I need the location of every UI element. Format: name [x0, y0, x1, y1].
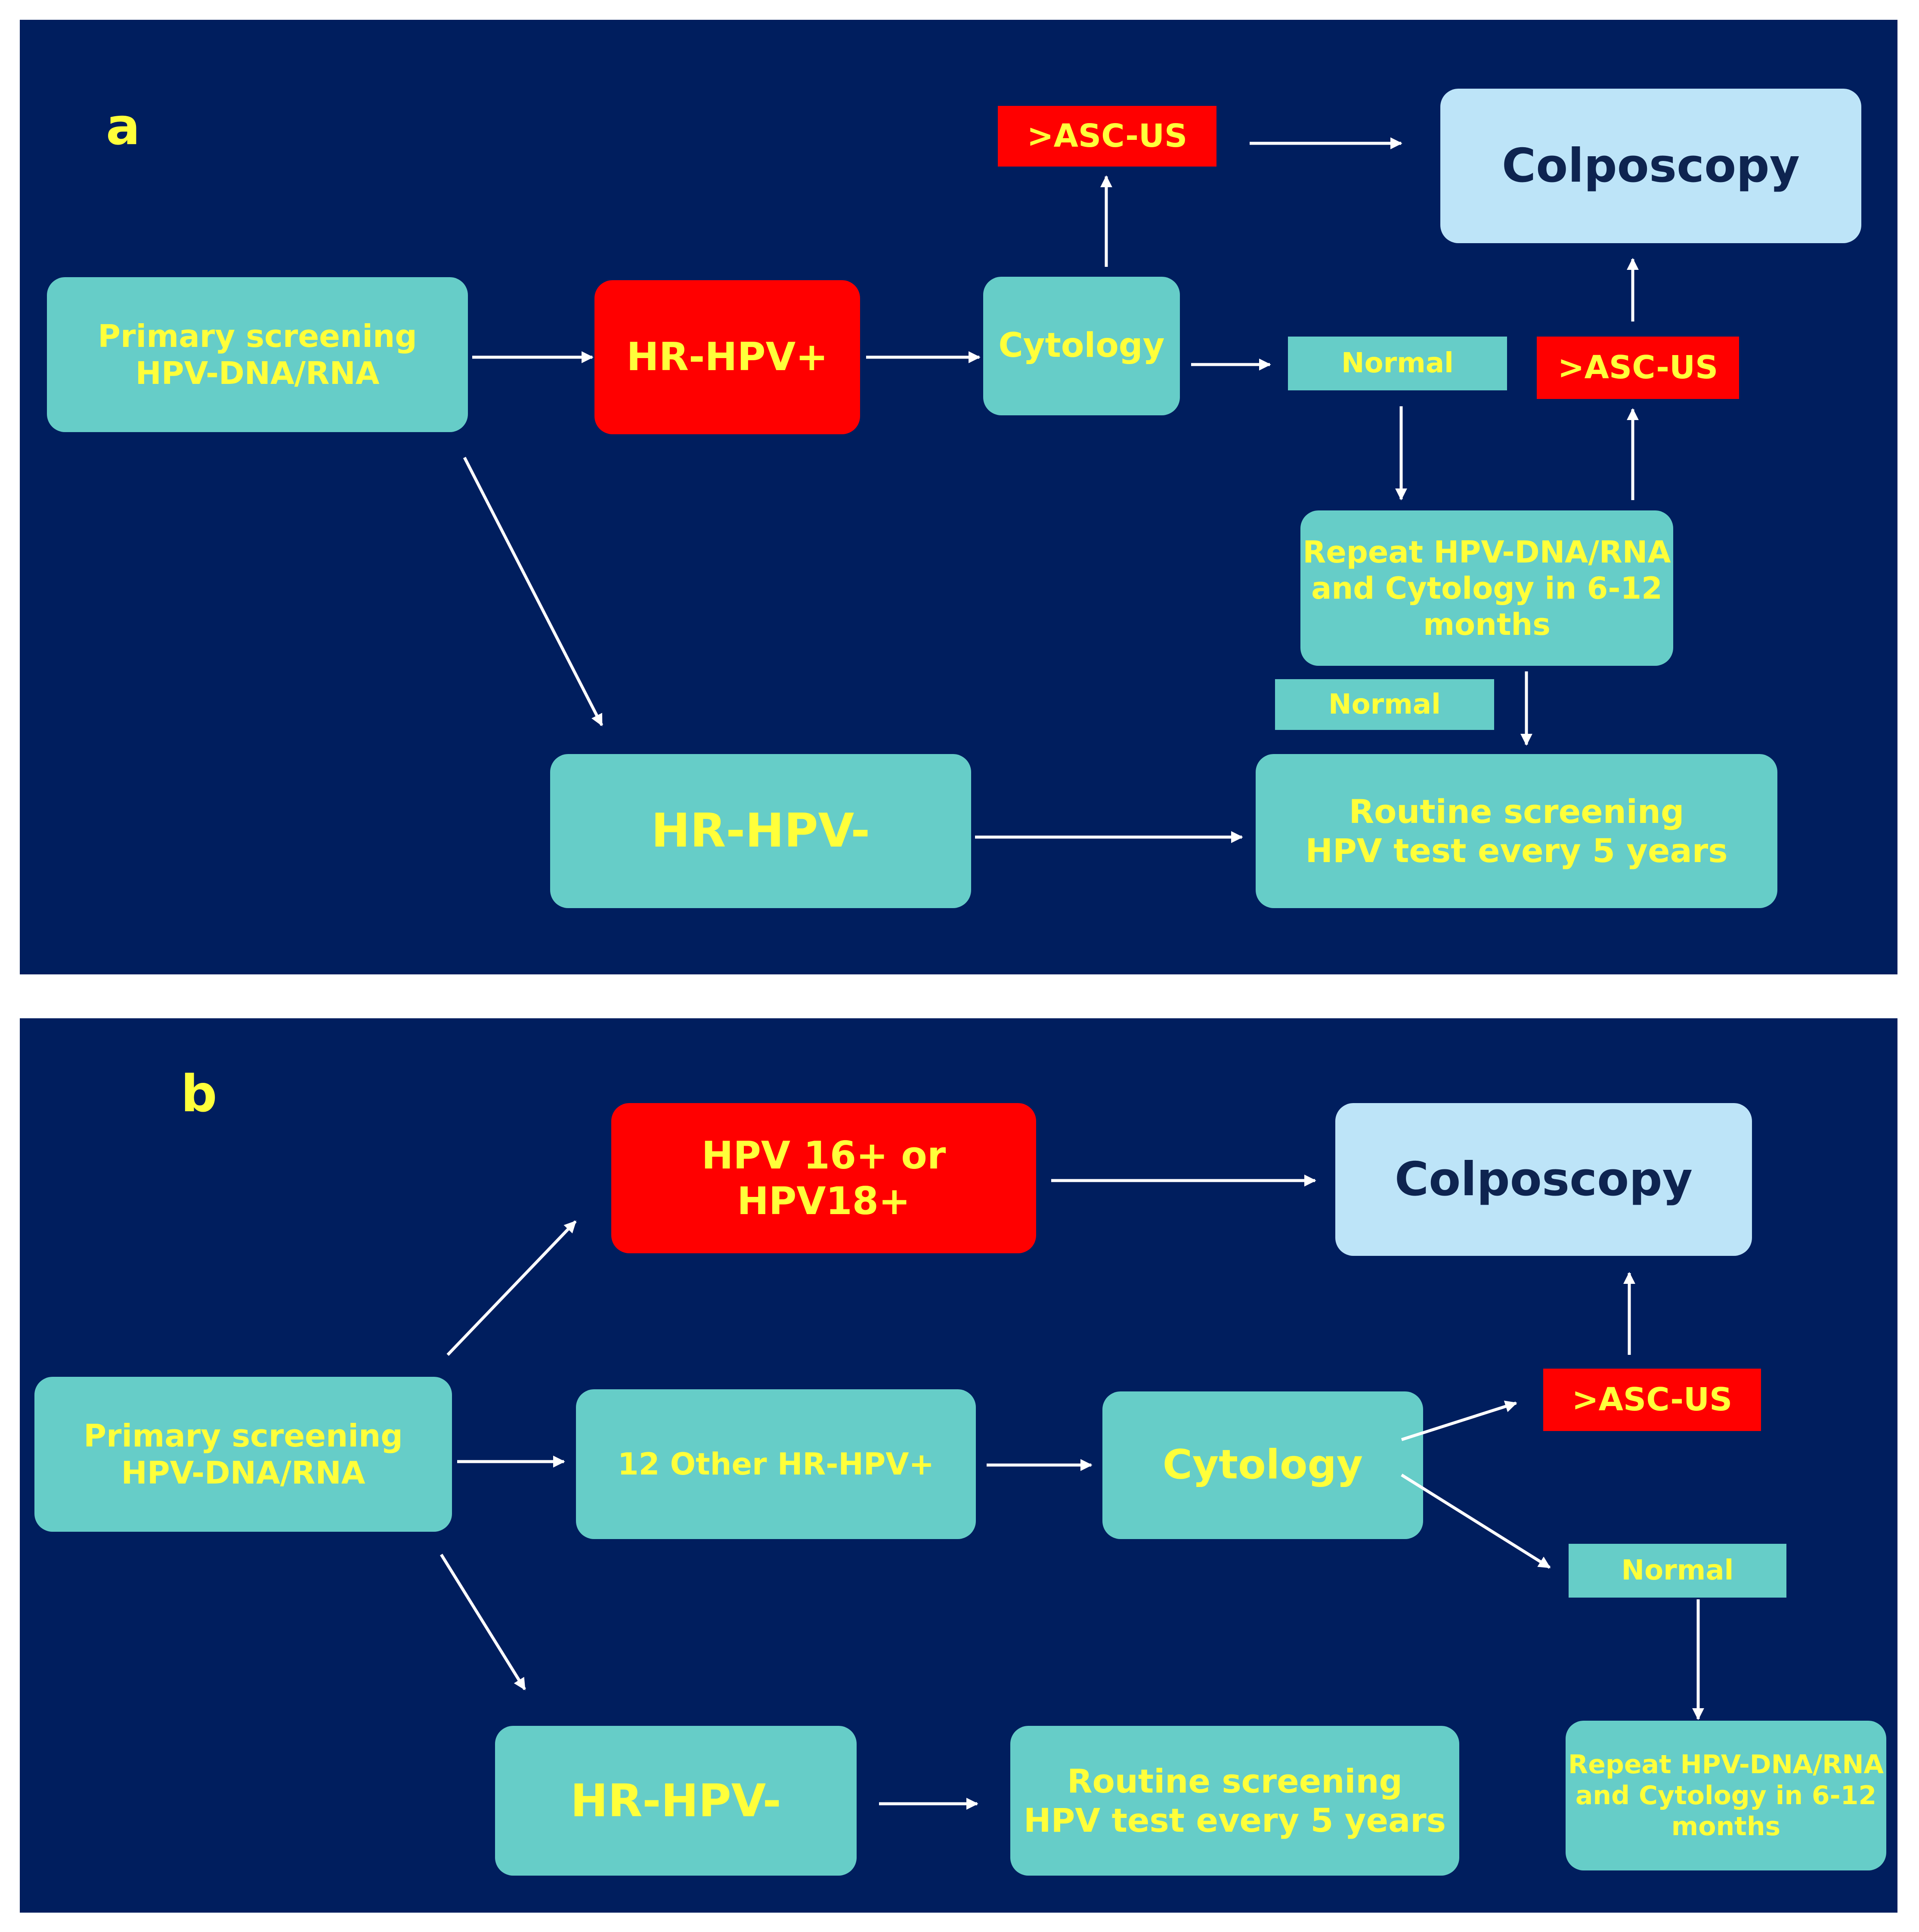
b-hpv16-18-positive: HPV 16+ or HPV18+ [611, 1103, 1036, 1253]
b-primary-screening: Primary screening HPV-DNA/RNA [34, 1377, 452, 1532]
b-cytology: Cytology [1102, 1391, 1423, 1539]
a-asc-us-right: >ASC-US [1537, 337, 1739, 399]
b-arrow-cytology-to-normal [1401, 1474, 1551, 1569]
a-asc-us-top: >ASC-US [998, 106, 1216, 167]
b-arrow-cytology-to-asc [1401, 1400, 1517, 1441]
b-repeat-test: Repeat HPV-DNA/RNA and Cytology in 6-12 … [1566, 1721, 1886, 1870]
panel-a-label: a [106, 97, 140, 156]
a-primary-screening: Primary screening HPV-DNA/RNA [47, 277, 468, 432]
a-repeat-test: Repeat HPV-DNA/RNA and Cytology in 6-12 … [1300, 510, 1673, 666]
a-cytology: Cytology [983, 277, 1180, 415]
b-arrow-primary-to-hpv1618 [446, 1220, 577, 1356]
a-colposcopy: Colposcopy [1440, 89, 1861, 243]
b-hr-hpv-negative: HR-HPV- [495, 1726, 857, 1876]
b-colposcopy: Colposcopy [1335, 1103, 1752, 1256]
b-normal-tag: Normal [1569, 1544, 1786, 1598]
a-routine-screening: Routine screening HPV test every 5 years [1256, 754, 1777, 908]
b-other-hr-hpv-positive: 12 Other HR-HPV+ [576, 1389, 976, 1539]
a-arrow-primary-to-hrneg [463, 457, 604, 726]
a-hr-hpv-negative: HR-HPV- [550, 754, 971, 908]
b-arrow-primary-to-hrneg [440, 1554, 526, 1691]
b-asc-us: >ASC-US [1543, 1369, 1761, 1431]
panel-b-label: b [181, 1064, 217, 1123]
b-routine-screening: Routine screening HPV test every 5 years [1010, 1726, 1459, 1876]
a-normal-tag-2: Normal [1275, 679, 1494, 730]
a-normal-tag: Normal [1288, 337, 1507, 390]
a-hr-hpv-positive: HR-HPV+ [594, 280, 860, 434]
